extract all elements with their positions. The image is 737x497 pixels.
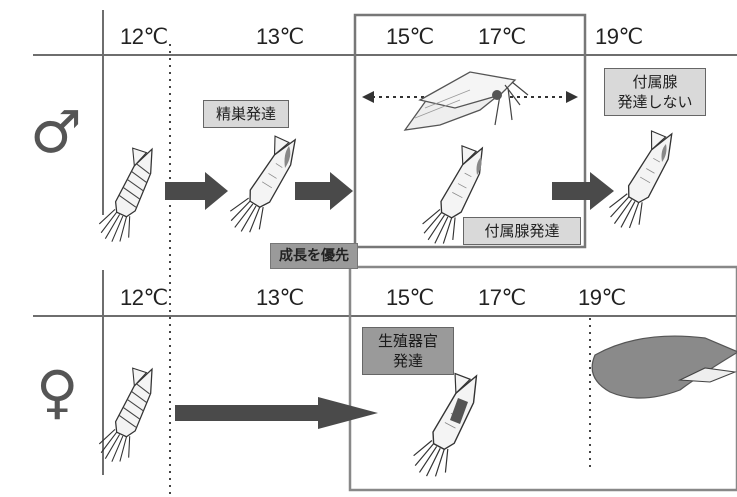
female-temp-19: 19℃ xyxy=(578,285,626,310)
egg-mass xyxy=(591,335,737,399)
label-reproductive-organ-development: 生殖器官 発達 xyxy=(362,327,454,375)
label-no-accessory-gland: 付属腺 発達しない xyxy=(604,68,706,116)
label-reproductive-line1: 生殖器官 xyxy=(377,332,438,350)
male-temp-17: 17℃ xyxy=(478,24,526,49)
male-temp-19: 19℃ xyxy=(595,24,643,49)
label-reproductive-line2: 発達 xyxy=(392,352,423,370)
mating-squid-illustration xyxy=(403,71,529,131)
female-temp-12: 12℃ xyxy=(120,285,168,310)
female-temp-13: 13℃ xyxy=(256,285,304,310)
female-temp-17: 17℃ xyxy=(478,285,526,310)
male-temp-15: 15℃ xyxy=(386,24,434,49)
label-testis-development: 精巣発達 xyxy=(203,100,289,128)
male-temp-12: 12℃ xyxy=(120,24,168,49)
label-accessory-gland-development: 付属腺発達 xyxy=(463,217,581,245)
male-symbol: ♂ xyxy=(30,98,82,166)
label-no-accessory-line2: 発達しない xyxy=(617,93,693,111)
male-temp-13: 13℃ xyxy=(256,24,304,49)
banner-growth-priority: 成長を優先 xyxy=(270,243,358,269)
label-no-accessory-line1: 付属腺 xyxy=(632,73,678,91)
female-symbol: ♀ xyxy=(36,358,79,426)
female-temp-15: 15℃ xyxy=(386,285,434,310)
